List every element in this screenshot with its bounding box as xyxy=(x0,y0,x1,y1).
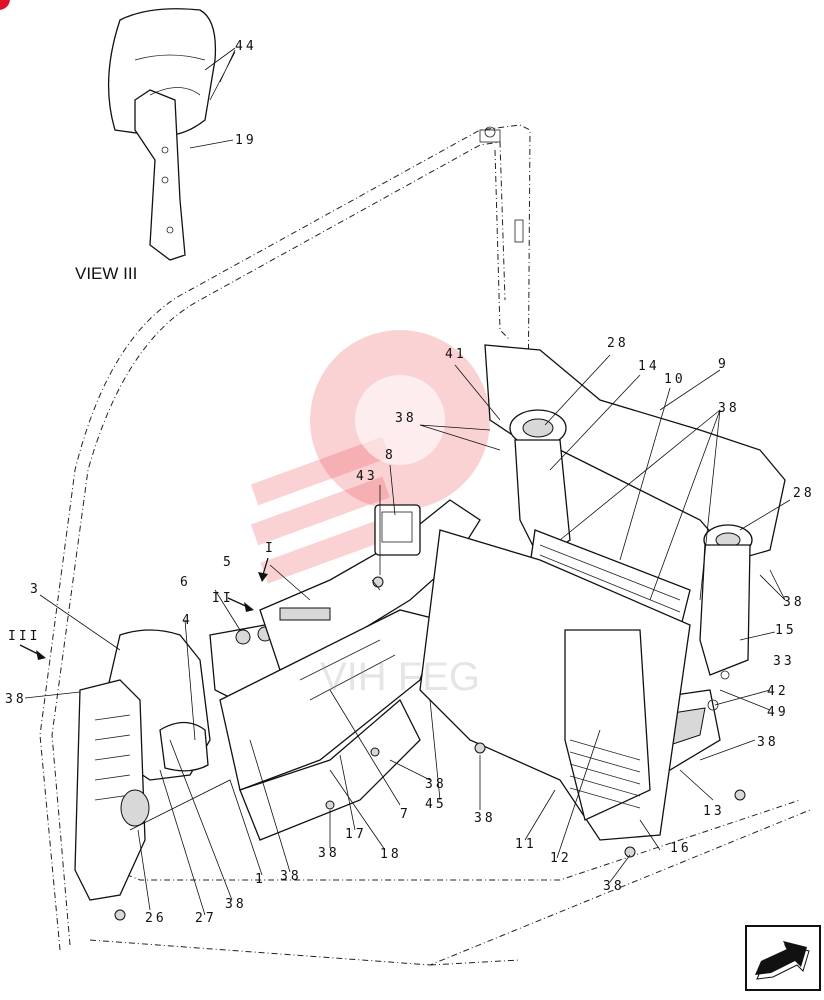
callout-16: 16 xyxy=(670,841,692,856)
callout-44: 44 xyxy=(235,39,257,54)
callout-17: 17 xyxy=(345,827,367,842)
callout-1: 1 xyxy=(255,872,266,887)
view-iii-label: VIEW III xyxy=(75,264,138,283)
callout-28-b: 28 xyxy=(793,486,815,501)
callout-38-f: 38 xyxy=(425,777,447,792)
callout-18: 18 xyxy=(380,847,402,862)
callout-38-j: 38 xyxy=(280,869,302,884)
callout-12: 12 xyxy=(550,851,572,866)
callout-26: 26 xyxy=(145,911,167,926)
callout-45: 45 xyxy=(425,797,447,812)
view-marker-ii: II xyxy=(212,591,234,606)
callout-38-k: 38 xyxy=(225,897,247,912)
callout-49: 49 xyxy=(767,705,789,720)
watermark-text: VIH FEG xyxy=(320,655,480,699)
red-dot-icon xyxy=(0,0,10,10)
callout-27: 27 xyxy=(195,911,217,926)
callout-42: 42 xyxy=(767,684,789,699)
callout-41: 41 xyxy=(445,347,467,362)
view-marker-iii: III xyxy=(8,629,40,644)
callout-38-c: 38 xyxy=(5,692,27,707)
callout-38-g: 38 xyxy=(474,811,496,826)
callout-38-e: 38 xyxy=(757,735,779,750)
leader-lines xyxy=(24,47,791,916)
callout-11: 11 xyxy=(515,837,537,852)
callout-43: 43 xyxy=(356,469,378,484)
cab-frame xyxy=(39,124,811,966)
next-page-button[interactable] xyxy=(745,925,821,991)
view-arrows xyxy=(19,557,269,660)
view-iii-inset xyxy=(107,8,217,261)
callout-38-b: 38 xyxy=(395,411,417,426)
callout-7: 7 xyxy=(400,807,411,822)
callout-19: 19 xyxy=(235,133,257,148)
callout-38-h: 38 xyxy=(318,846,340,861)
callout-5: 5 xyxy=(223,555,234,570)
callout-15: 15 xyxy=(775,623,797,638)
callout-labels: 44 19 41 28 14 9 10 38 38 8 43 28 5 6 3 … xyxy=(5,39,815,926)
callout-9: 9 xyxy=(718,357,729,372)
callout-4: 4 xyxy=(182,613,193,628)
callout-13: 13 xyxy=(703,804,725,819)
callout-3: 3 xyxy=(30,582,41,597)
fasteners xyxy=(114,742,746,921)
callout-33: 33 xyxy=(773,654,795,669)
callout-8: 8 xyxy=(385,448,396,463)
callout-14: 14 xyxy=(638,359,660,374)
watermark-logo xyxy=(250,330,490,584)
callout-28: 28 xyxy=(607,336,629,351)
view-marker-i: I xyxy=(265,541,276,556)
callout-38-i: 38 xyxy=(603,879,625,894)
next-page-arrow-icon xyxy=(755,941,810,980)
callout-6: 6 xyxy=(180,575,191,590)
callout-38-d: 38 xyxy=(783,595,805,610)
callout-10: 10 xyxy=(664,372,686,387)
callout-38-a: 38 xyxy=(718,401,740,416)
